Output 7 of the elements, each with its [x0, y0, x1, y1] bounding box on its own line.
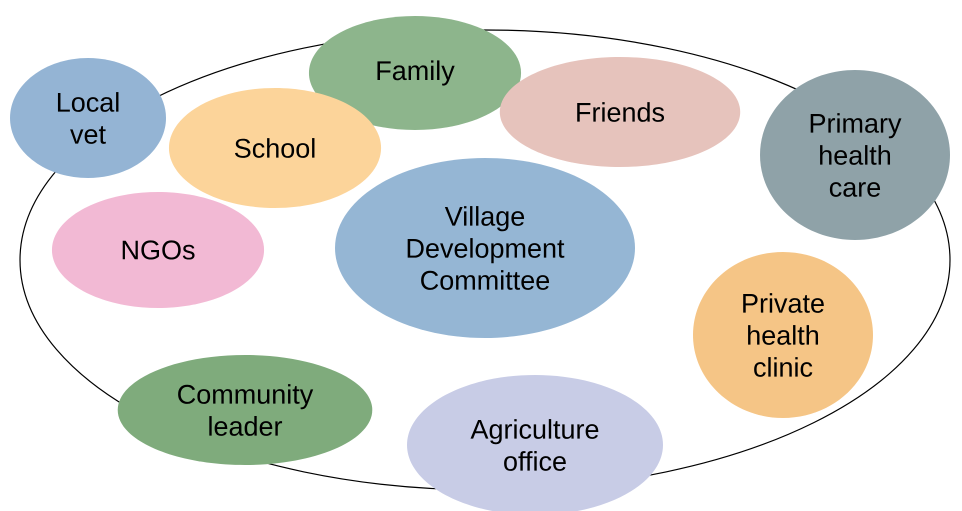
- ellipse-node: Local vet: [10, 58, 166, 178]
- ellipse-node: Village Development Committee: [335, 158, 635, 338]
- ellipse-node: NGOs: [52, 192, 264, 308]
- ellipse-node: School: [168, 88, 382, 208]
- ellipse-node: Friends: [500, 57, 740, 167]
- ellipse-node: Family: [308, 16, 522, 130]
- ellipse-node: Private health clinic: [693, 252, 873, 418]
